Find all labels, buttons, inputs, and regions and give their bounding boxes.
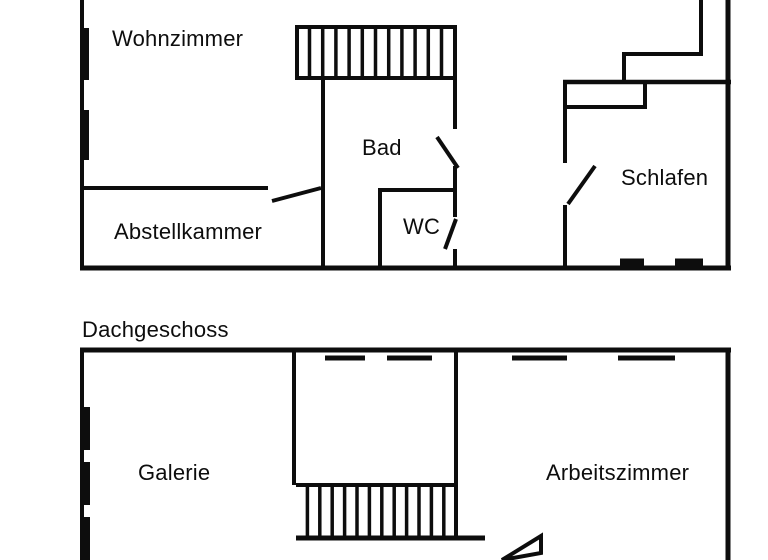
attic-stairwell-walls xyxy=(292,350,485,541)
upper-outer-walls xyxy=(80,0,731,271)
door-swing-bad xyxy=(435,135,460,170)
upper-step-structure xyxy=(622,0,703,82)
staircase-icon-attic xyxy=(305,485,446,538)
room-label-wc: WC xyxy=(403,214,441,239)
schlafen-closet xyxy=(565,84,647,109)
door-swing-wc xyxy=(443,218,458,250)
attic-floor-plan xyxy=(80,347,731,560)
staircase-icon-upper xyxy=(295,25,457,80)
door-swing-schlafen xyxy=(566,164,597,206)
door-swing-abstellkammer xyxy=(271,186,322,203)
attic-outer-walls xyxy=(80,347,731,560)
schlafen-walls xyxy=(563,79,731,268)
room-label-bad: Bad xyxy=(362,135,402,160)
floor-label-dachgeschoss: Dachgeschoss xyxy=(82,317,229,342)
room-label-wohnzimmer: Wohnzimmer xyxy=(112,26,244,51)
room-label-galerie: Galerie xyxy=(138,460,211,485)
wc-walls xyxy=(378,188,457,268)
door-swing-attic xyxy=(500,532,543,560)
room-label-abstellkammer: Abstellkammer xyxy=(114,219,263,244)
upper-floor-plan xyxy=(80,0,731,271)
room-label-arbeitszimmer: Arbeitszimmer xyxy=(546,460,690,485)
room-label-schlafen: Schlafen xyxy=(621,165,709,190)
upper-stairwell-walls xyxy=(321,78,457,268)
